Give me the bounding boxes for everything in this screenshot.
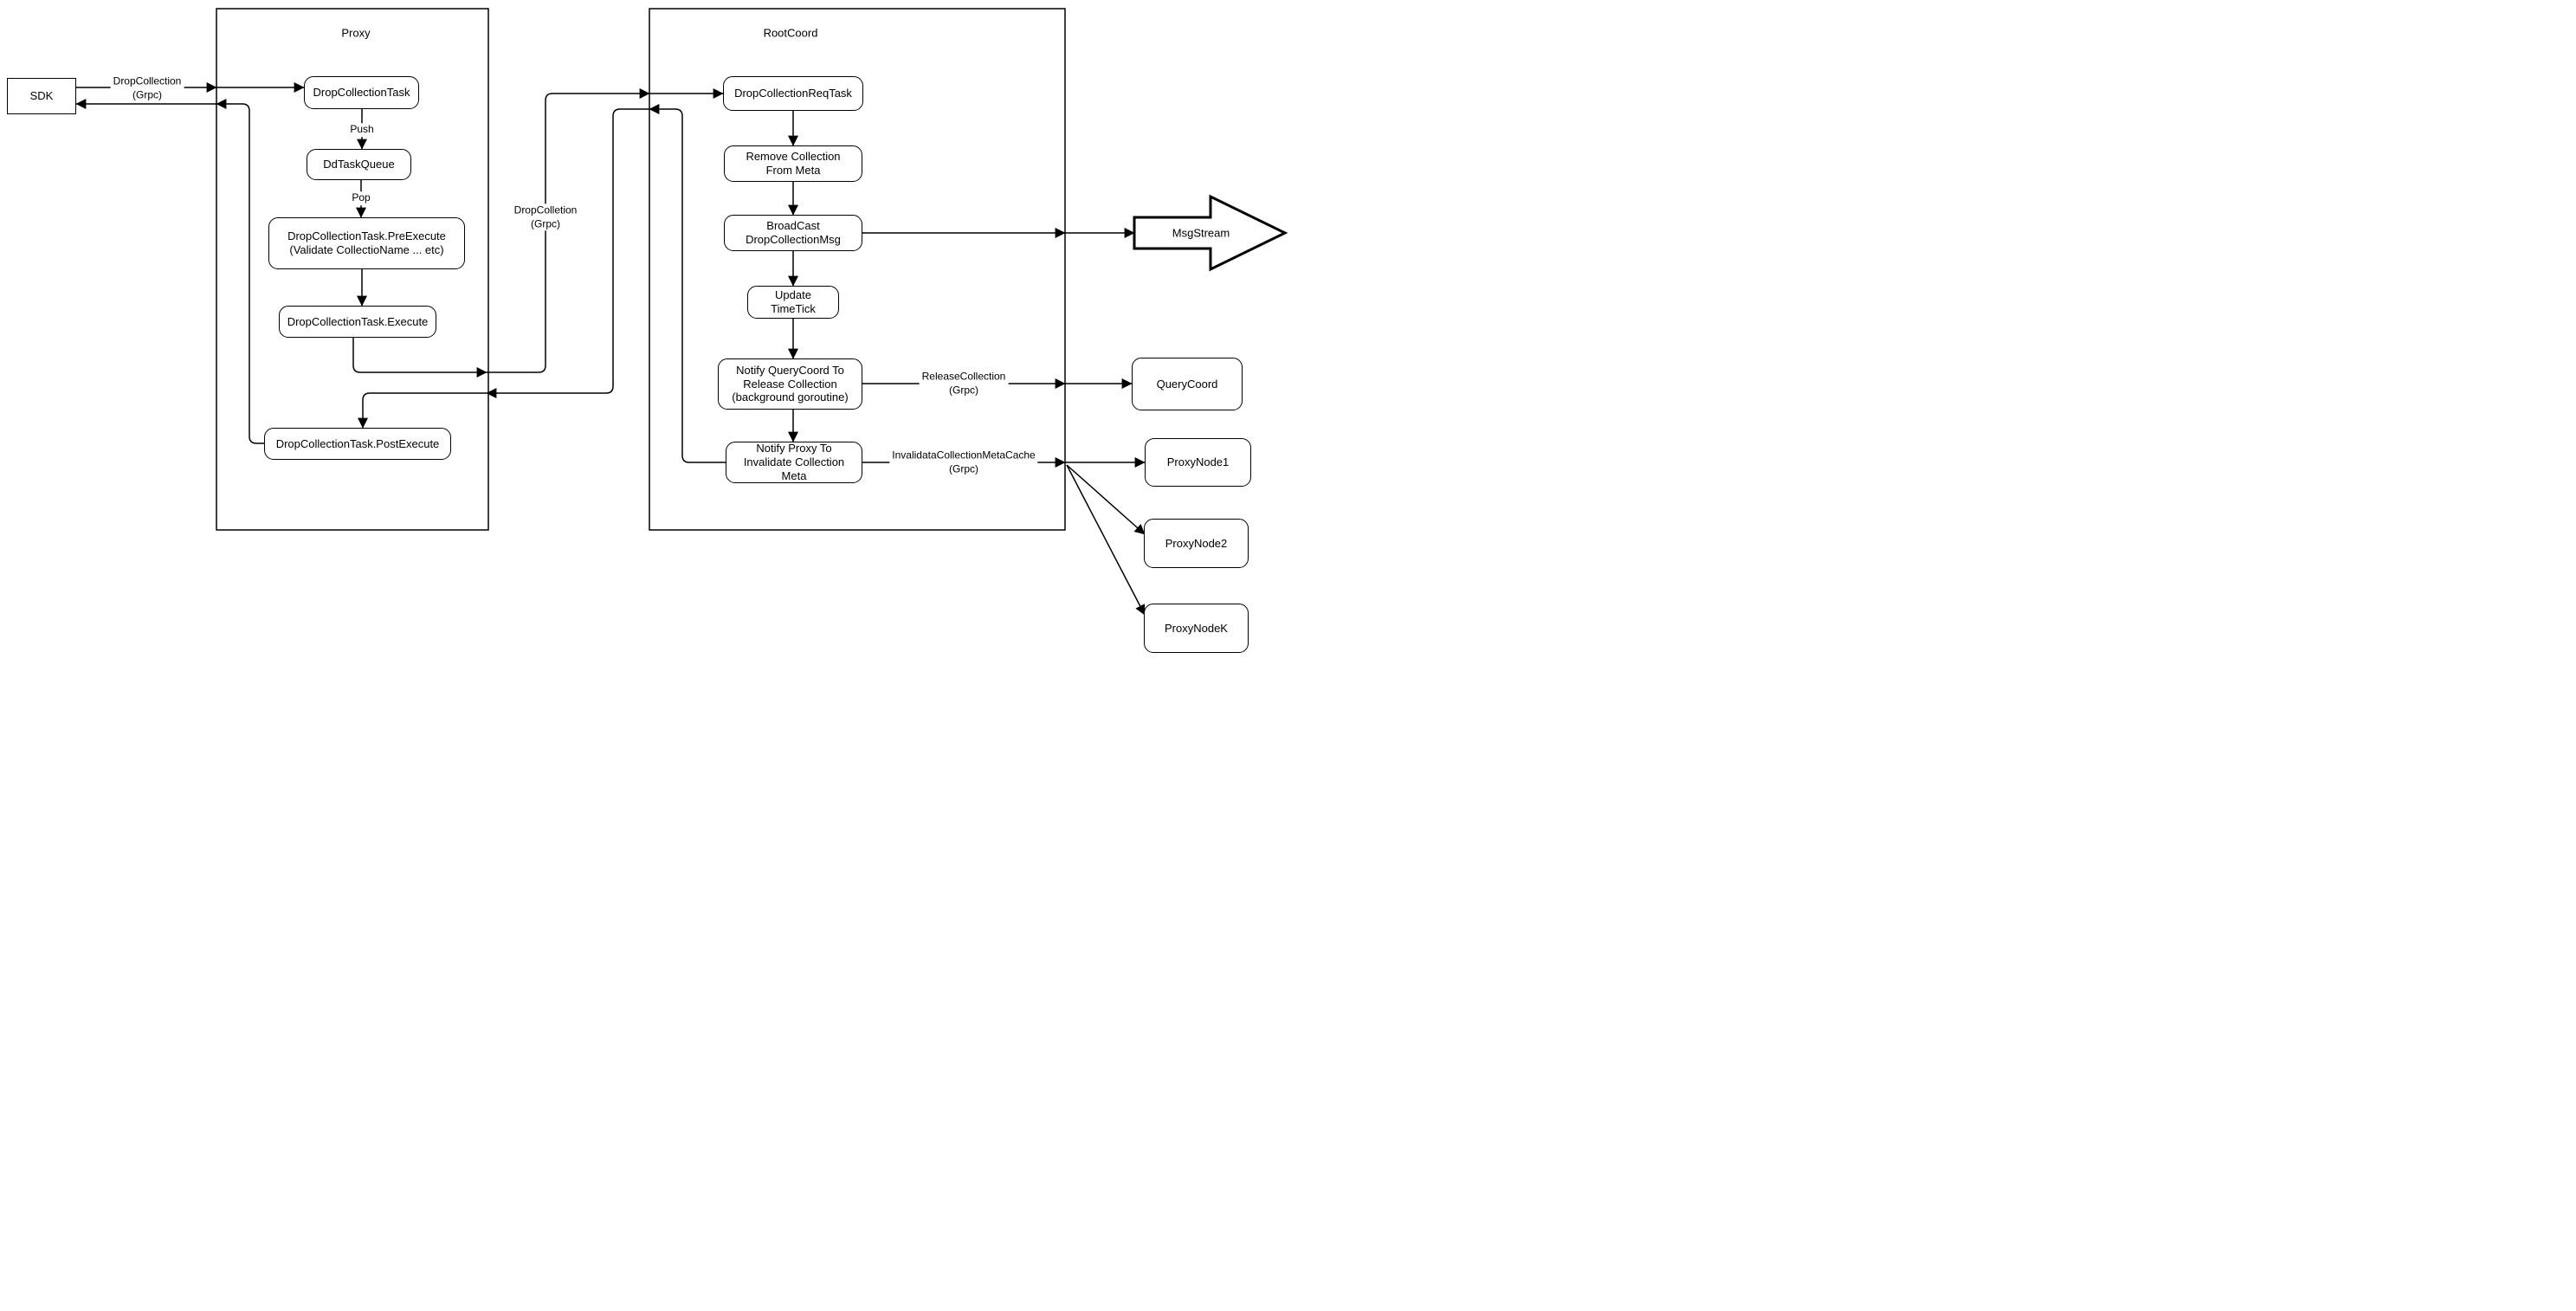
node-dd-task-queue: DdTaskQueue: [307, 149, 411, 180]
node-proxynode1: ProxyNode1: [1145, 438, 1251, 487]
proxy-container: [216, 8, 489, 531]
edge-execute-to-proxy-border: [352, 338, 487, 378]
node-execute: DropCollectionTask.Execute: [279, 306, 436, 338]
edge-label-dropcollection-grpc: DropCollection (Grpc): [110, 74, 184, 102]
edge-border-to-proxynodek: [1066, 464, 1146, 616]
proxy-title: Proxy: [341, 26, 371, 40]
rootcoord-container: [649, 8, 1066, 531]
rootcoord-title: RootCoord: [763, 26, 818, 40]
node-broadcast: BroadCast DropCollectionMsg: [724, 215, 862, 251]
node-querycoord: QueryCoord: [1132, 358, 1243, 410]
node-notify-proxy: Notify Proxy To Invalidate Collection Me…: [726, 442, 862, 483]
node-proxynode2: ProxyNode2: [1144, 519, 1249, 568]
node-notify-querycoord: Notify QueryCoord To Release Collection …: [718, 358, 862, 410]
node-drop-collection-task: DropCollectionTask: [304, 76, 419, 109]
edge-rootcoord-to-proxy-border: [486, 108, 649, 398]
edge-border-to-proxynode2: [1066, 464, 1146, 535]
edge-label-push: Push: [347, 123, 377, 137]
edge-proxy-border-to-postexecute: [358, 392, 487, 429]
msgstream-block-arrow: [1133, 194, 1288, 272]
diagram-edges-layer: [75, 8, 1288, 616]
node-proxynodek: ProxyNodeK: [1144, 604, 1249, 653]
edge-label-pop: Pop: [349, 191, 373, 205]
edge-label-invalidatacollectionmetacache-grpc: InvalidataCollectionMetaCache (Grpc): [889, 449, 1038, 476]
node-post-execute: DropCollectionTask.PostExecute: [264, 428, 451, 460]
diagram-canvas: Proxy RootCoord SDK DropCollectionTask D…: [0, 0, 1288, 656]
node-sdk: SDK: [7, 78, 76, 114]
msgstream-label: MsgStream: [1172, 226, 1230, 240]
node-pre-execute: DropCollectionTask.PreExecute (Validate …: [268, 217, 465, 269]
node-update-timetick: Update TimeTick: [747, 286, 839, 319]
edge-label-dropcolletion-grpc: DropColletion (Grpc): [511, 203, 580, 231]
node-drop-collection-req-task: DropCollectionReqTask: [723, 76, 863, 111]
edge-postexecute-to-proxy-border: [216, 99, 264, 444]
edge-proxy-to-rootcoord-border: [487, 88, 650, 373]
edge-label-releasecollection-grpc: ReleaseCollection (Grpc): [919, 370, 1009, 397]
node-remove-collection: Remove Collection From Meta: [724, 145, 862, 182]
edge-notifyproxy-to-rootcoord-border: [649, 104, 726, 463]
